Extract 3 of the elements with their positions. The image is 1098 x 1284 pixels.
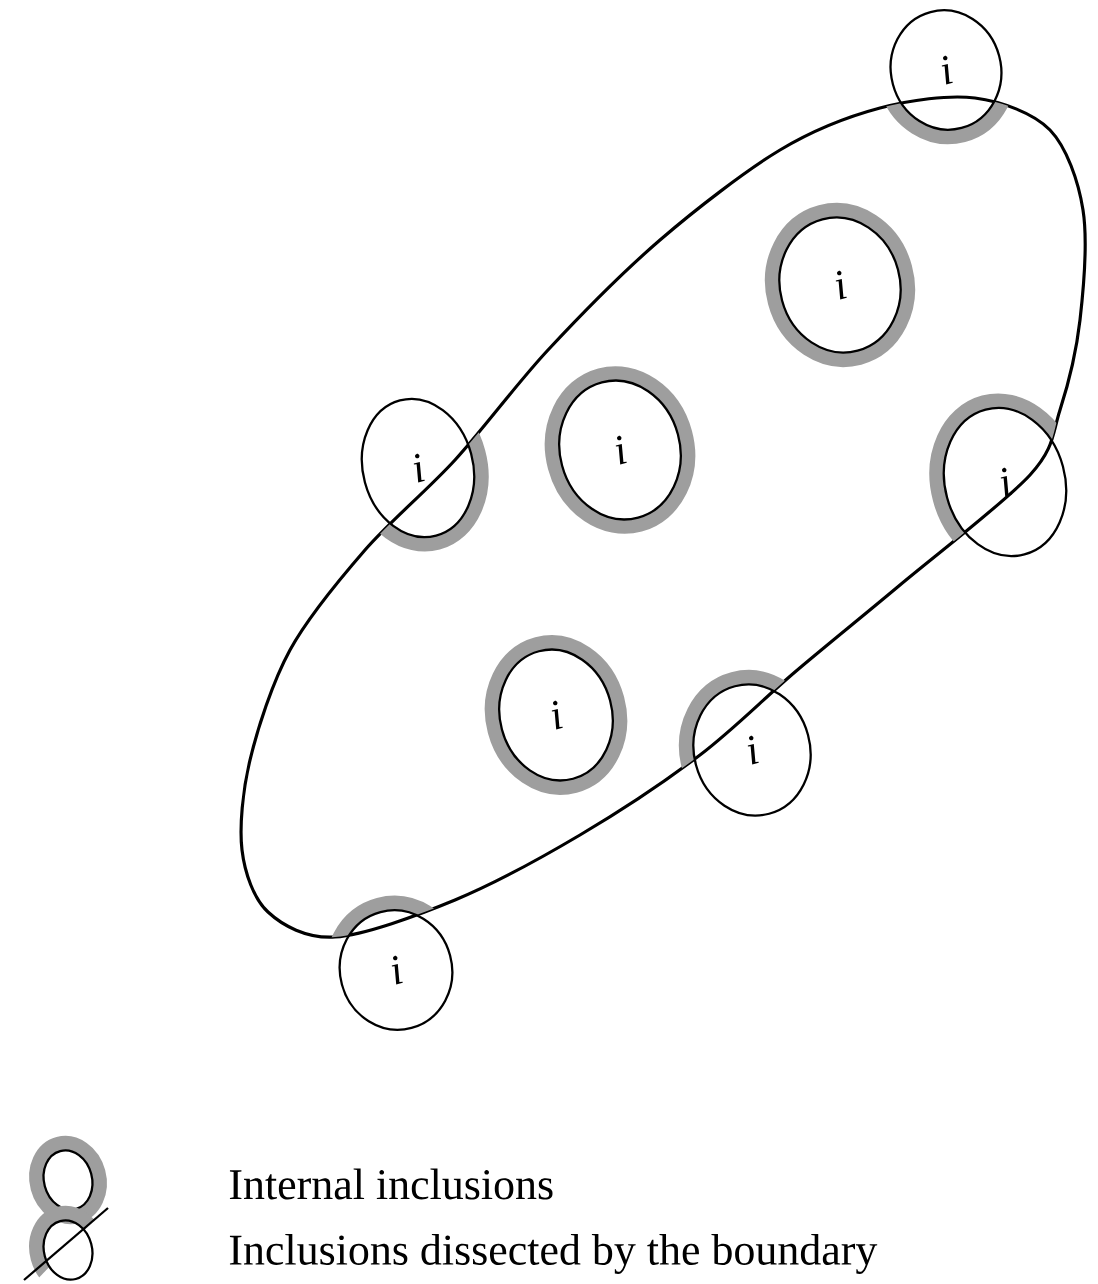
boundary-outline (239, 95, 1087, 939)
legend-label: Inclusions dissected by the boundary (229, 1234, 878, 1274)
legend-label: Internal inclusions (229, 1168, 553, 1200)
